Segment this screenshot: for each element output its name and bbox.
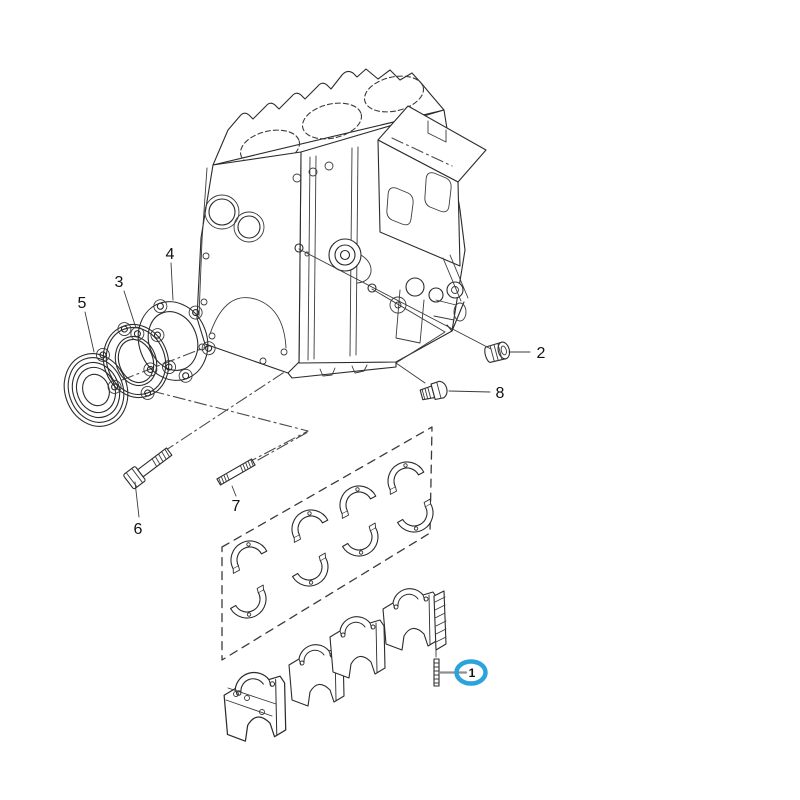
leader-line-part2 [298,248,492,350]
bolt-threads [151,448,170,468]
stud-threads [218,459,254,485]
callout-6[interactable]: 6 [134,521,143,538]
side-cover-opening-2 [424,172,452,213]
callout-7[interactable]: 7 [232,498,241,515]
upper-bearing-shell [282,502,331,543]
tapped-hole-part2 [294,243,304,253]
dowel-pin-drawing [433,649,440,687]
callout-5[interactable]: 5 [78,295,87,312]
block-top-deck [212,68,445,166]
gasket-drawing [130,299,216,383]
block-timing-face [196,151,302,374]
block-side-cover-box [377,105,487,267]
callout-3[interactable]: 3 [115,274,124,291]
hex-plug-drawing [419,380,448,401]
stud-bolt-drawing [216,458,256,486]
shell-group-dashed-box [221,426,433,661]
bearing-cap-3 [329,616,386,679]
hex-bolt-drawing [123,447,173,490]
seal-retainer-drawing [95,322,177,400]
leader-line-label8 [448,390,491,393]
leader-line-label3 [123,290,137,329]
leader-line-label5 [84,311,95,353]
lower-bearing-shell [289,552,338,594]
callout-4[interactable]: 4 [166,246,175,263]
leader-line-label4 [170,262,174,301]
front-cap-detail [225,687,277,717]
cylinder-bore-3 [363,75,425,113]
side-cover-opening-1 [386,187,414,226]
oil-seal-drawing [63,353,129,427]
chain-line-gasket-to-stud [151,390,309,464]
lower-bearing-shell [339,522,388,564]
crankshaft-boss [328,238,372,284]
highlight-ellipse[interactable] [454,659,488,686]
tapped-hole-part8 [367,283,377,293]
callout-2[interactable]: 2 [537,345,546,362]
chain-line-stud-axis [257,431,309,461]
main-bearing-caps [223,588,447,742]
plug-threads [421,386,432,400]
block-pan-rail [287,301,465,379]
engine-block-drawing [196,68,487,379]
bearing-cap-front [223,671,287,742]
leader-line-part8 [371,288,446,384]
lower-bearing-shell [394,498,443,540]
callout-labels: 2 3 4 5 6 7 8 [78,246,546,538]
leader-lines [84,248,531,518]
plug-drawing [484,341,511,363]
idler-bore [237,215,261,239]
callout-1[interactable]: 1 [469,666,476,680]
gasket-bolt-holes [130,299,216,383]
upper-bearing-shell [221,533,270,574]
cam-bore [208,198,236,226]
timing-face-arch [209,297,287,349]
bearing-cap-rear [382,588,439,651]
block-lower-bosses [395,254,469,344]
lower-bearing-shell [227,584,276,626]
callout-1-highlight[interactable]: 1 [438,659,488,686]
chain-line-bolt6-to-block [162,370,287,453]
bearing-shell-set [221,426,443,661]
callout-8[interactable]: 8 [496,385,505,402]
cylinder-bore-2 [301,102,363,140]
upper-bearing-shell [378,454,427,495]
leader-line-label7 [231,485,237,497]
upper-bearing-shell [330,478,379,519]
leader-line-label6 [134,481,140,518]
rear-cap-hatched-face [433,590,447,651]
retainer-bolt-tabs [95,322,177,400]
